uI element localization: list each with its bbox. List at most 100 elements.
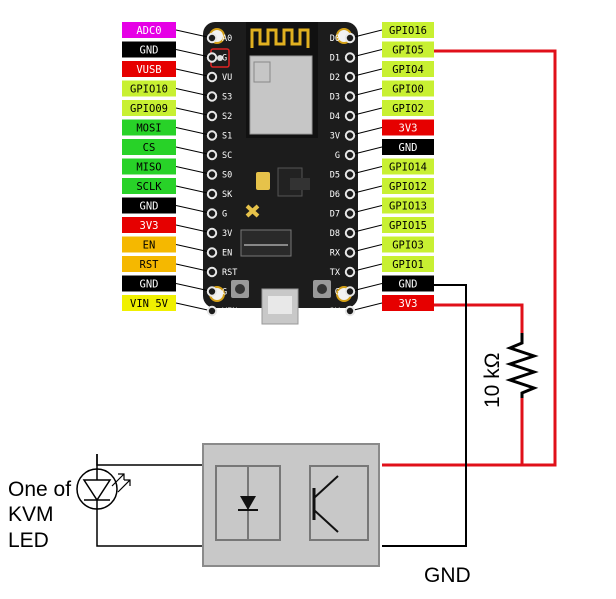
left-pin-label: 3V3 <box>122 217 176 233</box>
right-pin-label: GPIO13 <box>382 197 434 214</box>
left-pin-label: MISO <box>122 158 176 175</box>
board-left-pin-hole <box>206 149 218 161</box>
board-right-board-pin-name: D6 <box>330 190 340 200</box>
left-pin-label: VIN 5V <box>122 295 176 311</box>
left-pin-label-bg <box>122 61 176 77</box>
right-pin-label-bg <box>382 139 434 155</box>
board-right-pin-hole <box>344 286 356 297</box>
left-pin-label-bg <box>122 197 176 214</box>
left-pin-label: GND <box>122 197 176 214</box>
left-pin-label-text: 3V3 <box>140 220 159 232</box>
board-right-pin-hole <box>344 71 356 83</box>
left-pin-label-text: VUSB <box>136 64 161 76</box>
board-right-board-pin-name: D2 <box>330 73 340 83</box>
right-pin-label-bg <box>382 22 434 38</box>
board-left-board-pin-name: VIN <box>222 307 237 317</box>
board-left-pin-hole <box>206 247 218 258</box>
right-pin-label: GPIO14 <box>382 158 434 175</box>
board-left-board-pin-name: S2 <box>222 112 232 122</box>
board-right-board-pin-name: D7 <box>330 210 340 220</box>
board-left-board-pin-name: S3 <box>222 93 232 103</box>
led-label-line-1: One of <box>8 478 71 501</box>
right-pin-label-text: GPIO5 <box>392 45 424 57</box>
board-right-board-pin-name: D3 <box>330 93 340 103</box>
right-pin-label-bg <box>382 178 434 194</box>
left-pin-label-text: ADC0 <box>136 25 161 37</box>
right-pin-label: GPIO4 <box>382 61 434 77</box>
board-right-board-pin-name: D1 <box>330 54 340 64</box>
board-left-pin-connector <box>175 68 213 78</box>
left-pin-labels: ADC0GNDVUSBGPIO10GPIO09MOSICSMISOSCLKGND… <box>122 22 176 311</box>
board-left-board-pin-name: RST <box>222 268 237 278</box>
left-pin-label-bg <box>122 119 176 136</box>
board-left-board-pin-name: EN <box>222 249 232 259</box>
board-left-pin-connector <box>175 49 213 58</box>
right-pin-label-bg <box>382 236 434 253</box>
left-pin-label: GND <box>122 41 176 58</box>
board-right-pin-connector <box>349 166 383 175</box>
board-left-pin-hole <box>206 227 218 239</box>
board-left-board-pin-name: SK <box>222 190 233 200</box>
board-left-pin-hole <box>206 305 218 317</box>
board-right-board-pin-name: G <box>335 151 340 161</box>
board-right-pin-connector <box>349 127 383 136</box>
board-right-pin-hole <box>344 305 356 317</box>
board-left-pin-connector <box>175 205 213 214</box>
board-right-board-pin-name: 3V <box>330 132 340 142</box>
right-pin-label-bg <box>382 41 434 58</box>
right-pin-label: GPIO0 <box>382 80 434 97</box>
kvm-led: One of KVM LED <box>8 454 131 552</box>
board-left-board-pin-name: S0 <box>222 171 232 181</box>
board-right-board-pin-name: G <box>335 288 340 298</box>
right-pin-label: GPIO2 <box>382 100 434 116</box>
right-pin-label-text: GND <box>399 142 418 154</box>
right-pin-label: 3V3 <box>382 119 434 136</box>
board-left-board-pin-name: S1 <box>222 132 232 142</box>
board-right-board-pin-name: RX <box>330 249 341 259</box>
board-left-pin-hole <box>206 71 218 83</box>
left-pin-label-text: GND <box>140 279 159 291</box>
right-pin-label-bg <box>382 100 434 116</box>
board-right-pin-connector <box>349 68 383 78</box>
board-right-pin-connector <box>349 49 383 58</box>
board-left-pin-connector <box>175 302 213 312</box>
left-pin-label-text: EN <box>143 240 156 252</box>
board-left-board-pin-name: G <box>222 54 227 64</box>
board-right-pin-connector <box>349 88 383 97</box>
board-left-pin-hole <box>206 130 218 141</box>
board-left-pin-hole <box>206 52 218 63</box>
board-right-pin-connector <box>349 29 383 39</box>
right-pin-label-text: GPIO15 <box>389 220 427 232</box>
led-label-line-3: LED <box>8 529 49 552</box>
left-pin-label: GND <box>122 275 176 292</box>
esp-module <box>246 22 318 138</box>
board-right-pin-connector <box>349 205 383 214</box>
led-icon <box>82 479 112 502</box>
board-right-pin-hole <box>344 91 356 102</box>
right-pin-label-bg <box>382 158 434 175</box>
right-pin-label: GPIO15 <box>382 217 434 233</box>
board-right-pin-hole <box>344 130 356 141</box>
left-pin-label-text: CS <box>143 142 156 154</box>
board-right-pin-connector <box>349 185 383 195</box>
wire-gpio5 <box>382 49 557 467</box>
board-right-pin-hole <box>344 227 356 239</box>
board-left-pin-connector <box>175 244 213 253</box>
board-left-board-pin-name: SC <box>222 151 232 161</box>
board-left-board-pin-name: G <box>222 288 227 298</box>
board-left-pin-hole <box>206 32 218 44</box>
left-pin-label: VUSB <box>122 61 176 77</box>
board-right-pin-hole <box>344 110 356 122</box>
right-pin-label-text: GPIO0 <box>392 84 424 96</box>
wire-gnd <box>382 284 467 547</box>
left-pin-label-bg <box>122 139 176 155</box>
board-left-pin-connector <box>175 185 213 195</box>
right-pin-label-text: GPIO13 <box>389 201 427 213</box>
right-pin-label-bg <box>382 217 434 233</box>
right-pin-label: GND <box>382 139 434 155</box>
board-right-pin-hole <box>344 169 356 180</box>
board-left-pin-connector <box>175 127 213 136</box>
board-left-pin-connector <box>175 29 213 39</box>
